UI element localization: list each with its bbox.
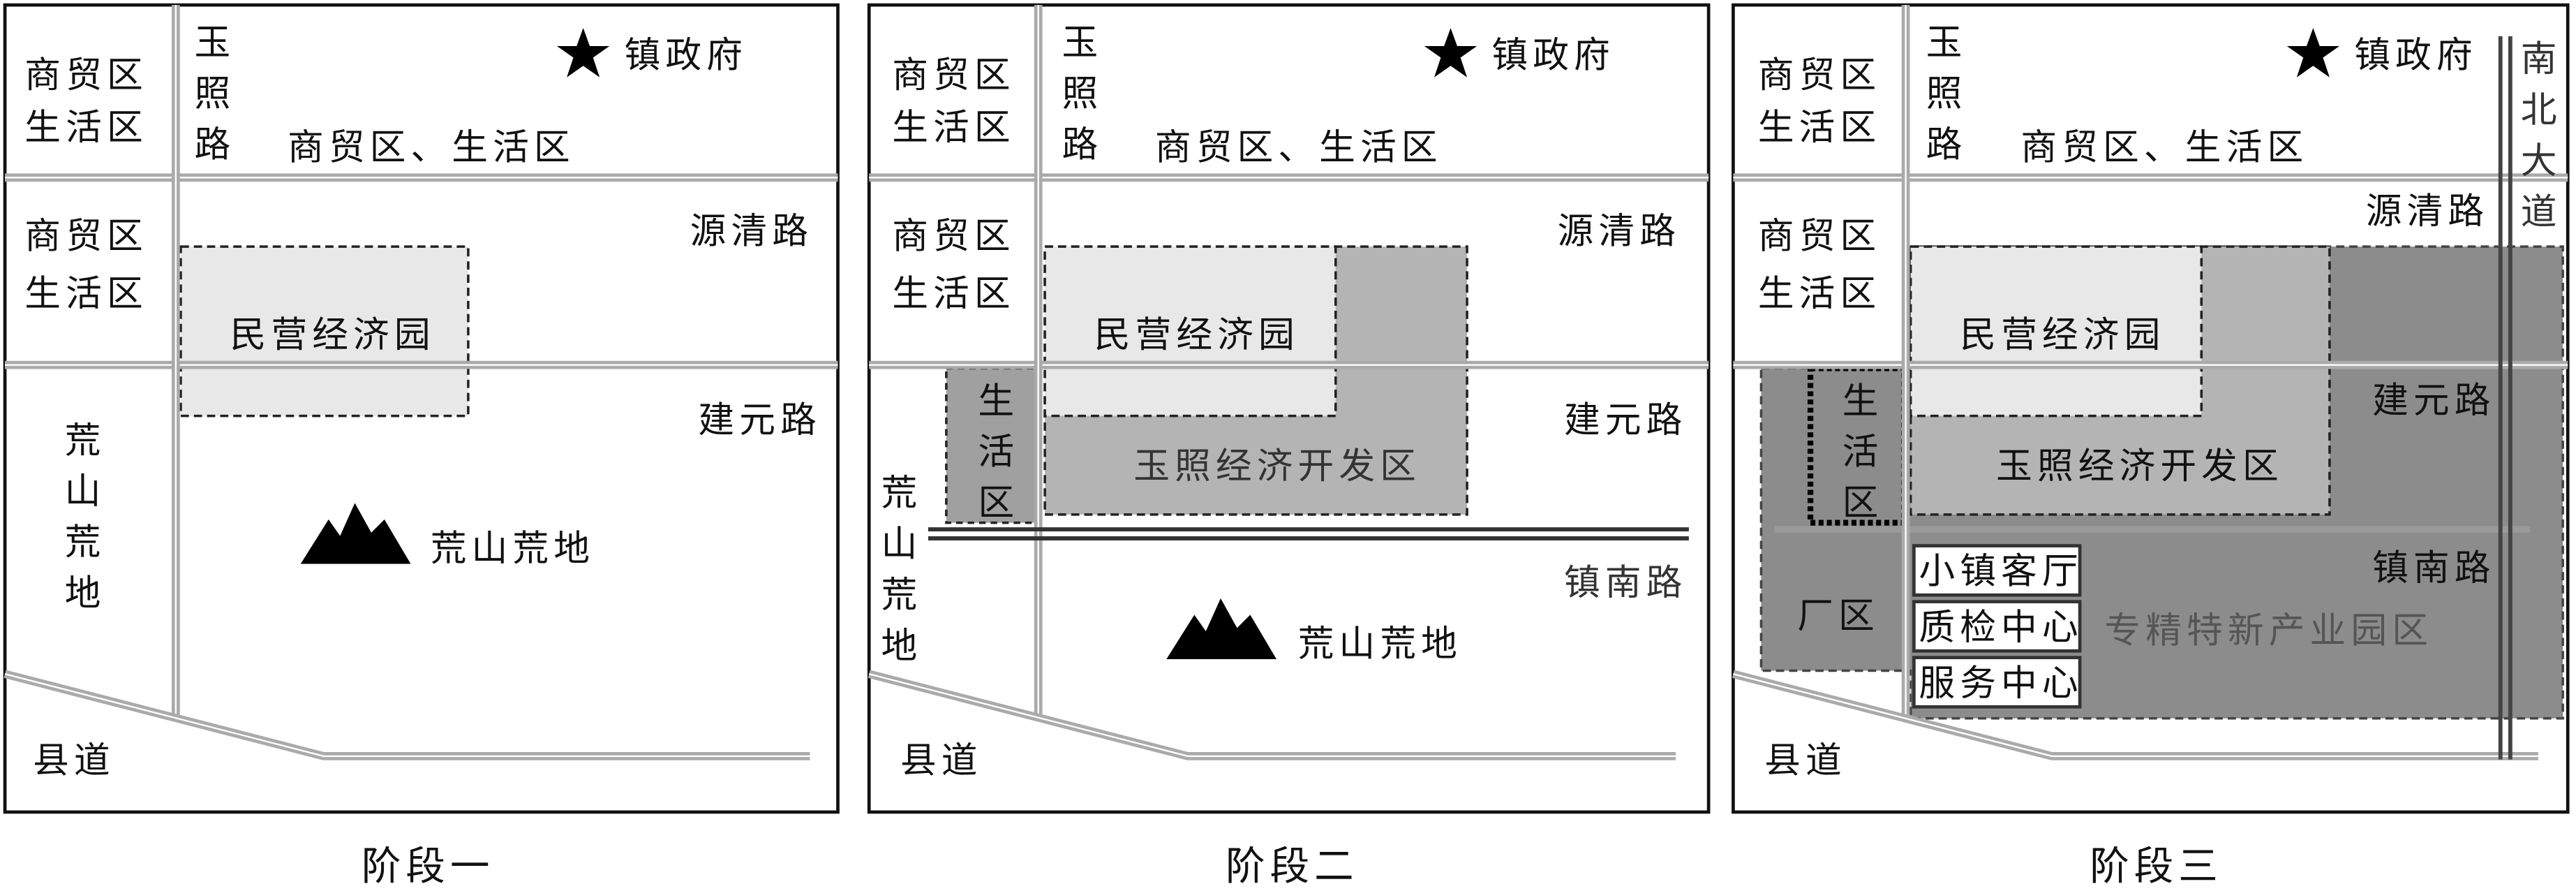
waste-land-label: 荒山荒地 — [431, 528, 595, 570]
panel-stage-2: 商贸区 生活区 商贸区 生活区 玉照路 镇政府 商贸区、生活区 源清路 民营经济… — [867, 3, 1711, 889]
star-icon — [1424, 28, 1477, 78]
town-lounge-label: 小镇客厅 — [1919, 551, 2083, 593]
stage-title: 阶段三 — [2090, 844, 2223, 889]
town-lounge-box — [1912, 544, 2082, 597]
quality-center-label: 质检中心 — [1919, 607, 2083, 649]
county-road-label: 县道 — [1764, 739, 1847, 781]
zhennan-road-label: 镇南路 — [1564, 562, 1687, 604]
w-zone-label-1: 商贸区 — [892, 216, 1015, 258]
dev-zone-label: 玉照经济开发区 — [1133, 446, 1421, 487]
living-zone-label: 生活区 — [971, 381, 1013, 534]
nanbei-avenue-label: 南北大道 — [2514, 40, 2556, 244]
private-park-area — [1043, 245, 1337, 418]
w-zone-label-2: 生活区 — [24, 273, 147, 315]
private-park-label: 民营经济园 — [1960, 314, 2165, 356]
living-zone-label: 生活区 — [1836, 381, 1877, 534]
government-label: 镇政府 — [2354, 35, 2477, 77]
private-park-area — [179, 245, 470, 418]
mountain-icon — [1166, 598, 1277, 660]
yuanqing-road-label: 源清路 — [2366, 191, 2489, 233]
jianyuan-road-label: 建元路 — [2372, 380, 2495, 422]
stage-title: 阶段二 — [1226, 844, 1359, 889]
private-park-area — [1909, 245, 2203, 418]
jianyuan-road-label: 建元路 — [698, 399, 821, 441]
star-icon — [2286, 28, 2340, 78]
w-zone-label-1: 商贸区 — [24, 216, 147, 258]
dev-zone-label: 玉照经济开发区 — [1996, 446, 2284, 487]
living-zone-area — [1807, 365, 1907, 526]
county-road-label: 县道 — [33, 739, 115, 781]
nw-zone-label-2: 生活区 — [1758, 107, 1881, 149]
facility-boxes: 小镇客厅 质检中心 服务中心 — [1912, 544, 2083, 709]
private-park-label: 民营经济园 — [1094, 314, 1300, 356]
service-center-label: 服务中心 — [1919, 663, 2083, 705]
specialized-park-label: 专精特新产业园区 — [2104, 610, 2433, 651]
nw-zone-label-2: 生活区 — [892, 107, 1015, 149]
w-zone-label-2: 生活区 — [892, 273, 1015, 315]
roads — [1732, 5, 2568, 760]
panel-stage-3: 商贸区 生活区 商贸区 生活区 玉照路 镇政府 商贸区、生活区 南北大道 源清路… — [1732, 3, 2570, 889]
yuanqing-road-label: 源清路 — [690, 210, 813, 252]
nw-zone-label-1: 商贸区 — [892, 54, 1015, 96]
w-zone-label-1: 商贸区 — [1758, 216, 1881, 258]
private-park-label: 民营经济园 — [230, 314, 435, 356]
service-center-box — [1912, 656, 2082, 709]
w-zone-label-2: 生活区 — [1758, 273, 1881, 315]
north-zone-label: 商贸区、生活区 — [2020, 126, 2308, 168]
government-label: 镇政府 — [625, 35, 747, 77]
north-zone-label: 商贸区、生活区 — [1155, 126, 1443, 168]
waste-land-vertical-label: 荒山荒地 — [874, 473, 916, 677]
waste-land-vertical-label: 荒山荒地 — [58, 421, 100, 625]
government-label: 镇政府 — [1491, 35, 1614, 77]
yuzhao-road-label: 玉照路 — [188, 23, 230, 176]
yuanqing-road-label: 源清路 — [1558, 210, 1681, 252]
stage-title: 阶段一 — [362, 844, 495, 889]
roads — [3, 5, 838, 760]
north-zone-label: 商贸区、生活区 — [288, 126, 575, 168]
nw-zone-label-1: 商贸区 — [24, 54, 147, 96]
county-road-label: 县道 — [900, 739, 983, 781]
jianyuan-road-label: 建元路 — [1564, 399, 1687, 441]
mountain-icon — [300, 503, 411, 564]
waste-land-label: 荒山荒地 — [1298, 623, 1462, 665]
panel-stage-1: 商贸区 生活区 商贸区 生活区 玉照路 镇政府 商贸区、生活区 源清路 民营经济… — [3, 3, 840, 889]
yuzhao-road-label: 玉照路 — [1055, 23, 1097, 176]
factory-zone-label: 厂区 — [1797, 595, 1879, 637]
roads — [868, 5, 1709, 760]
nw-zone-label-2: 生活区 — [24, 107, 147, 149]
zhennan-road-label: 镇南路 — [2372, 547, 2495, 589]
yuzhao-road-label: 玉照路 — [1919, 23, 1961, 176]
nw-zone-label-1: 商贸区 — [1758, 54, 1881, 96]
star-icon — [556, 28, 610, 78]
quality-center-box — [1912, 600, 2082, 653]
